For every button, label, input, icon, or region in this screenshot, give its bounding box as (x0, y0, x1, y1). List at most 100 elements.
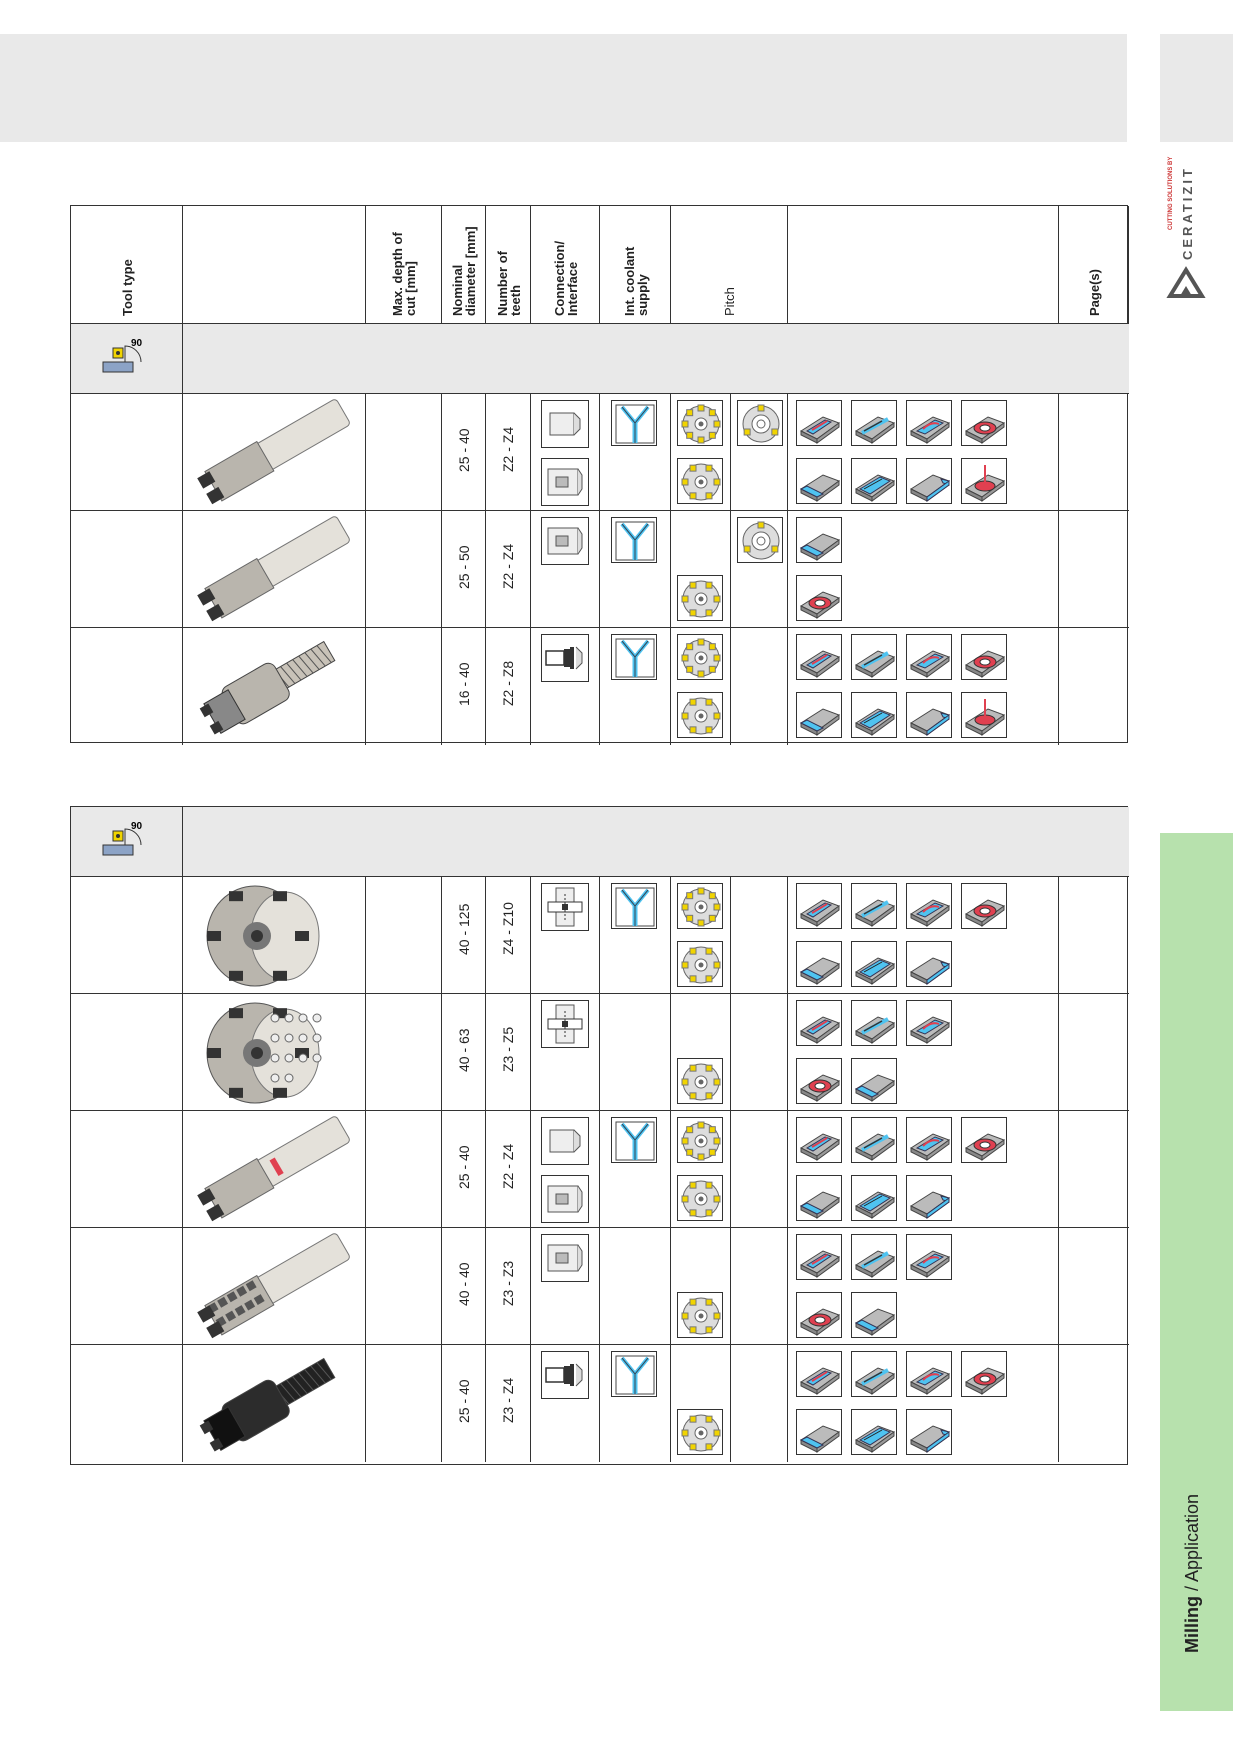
fine-pitch-icon (677, 883, 723, 929)
application-icon (851, 1292, 897, 1338)
tool-table-1: Tool type Max. depth of cut [mm] Nominal d… (70, 205, 1129, 745)
section-angle-cell: 90 (71, 324, 183, 394)
max-depth-cell (366, 394, 442, 511)
application-icon (906, 1175, 952, 1221)
tool-image-header (183, 206, 366, 324)
pages-cell (1059, 1345, 1129, 1462)
application-icon (851, 1409, 897, 1455)
coarse-pitch-icon (677, 1292, 723, 1338)
coolant-cell (600, 1228, 671, 1345)
connection-cell (531, 511, 600, 628)
cylindrical-shank-icon (541, 1117, 589, 1165)
screw-in-icon (541, 1351, 589, 1399)
application-icon (851, 1058, 897, 1104)
teeth-value: Z3 - Z3 (500, 1260, 516, 1306)
pitch-b-cell (731, 1345, 788, 1462)
max-depth-cell (366, 628, 442, 745)
teeth-cell (486, 511, 531, 628)
diameter-cell (442, 1228, 486, 1345)
diameter-cell (442, 628, 486, 745)
max-depth-cell (366, 877, 442, 994)
coarse-pitch-icon (677, 1409, 723, 1455)
tool-type-cell (71, 877, 183, 994)
max-depth-header-label: Max. depth of cut [mm] (390, 232, 418, 316)
application-icon (796, 1409, 842, 1455)
tool-type-header-label: Tool type (119, 259, 135, 316)
brand-name: CERATIZIT (1180, 166, 1195, 260)
coolant-supply-icon (611, 1351, 657, 1397)
pages-cell (1059, 877, 1129, 994)
tool-image-long-edge-shell-mill (185, 998, 365, 1113)
pitch-a-cell (671, 877, 731, 994)
tool-type-cell (71, 994, 183, 1111)
arbor-icon (541, 883, 589, 931)
pitch-a-cell (671, 511, 731, 628)
pages-cell (1059, 1111, 1129, 1228)
teeth-header-label: Number of teeth (494, 251, 523, 316)
section-angle-cell: 90 (71, 807, 183, 877)
top-tab-band (1160, 34, 1233, 142)
teeth-cell (486, 628, 531, 745)
cylindrical-shank-icon (541, 400, 589, 448)
weldon-shank-icon (541, 1234, 589, 1282)
table-row[interactable]: 25 - 40 Z2 - Z4 (71, 1111, 1129, 1228)
teeth-value: Z2 - Z4 (500, 1143, 516, 1189)
coolant-supply-icon (611, 400, 657, 446)
application-icon (796, 941, 842, 987)
diameter-cell (442, 394, 486, 511)
max-depth-header: Max. depth of cut [mm] (366, 206, 442, 324)
application-icon (796, 1175, 842, 1221)
application-icon (796, 400, 842, 446)
application-icon (961, 1117, 1007, 1163)
coolant-header-label: Int. coolant supply (621, 246, 650, 316)
application-icon (906, 1000, 952, 1046)
tool-image-shank-end-mill-compact (185, 515, 365, 630)
tool-type-cell (71, 511, 183, 628)
pages-header: Page(s) (1059, 206, 1129, 324)
side-tab-milling[interactable]: Milling / Application (1160, 833, 1233, 1711)
ceratizit-logo: CERATIZIT CUTTING SOLUTIONS BY (1160, 148, 1233, 308)
arbor-icon (541, 1000, 589, 1048)
coolant-supply-icon (611, 517, 657, 563)
tool-image-long-edge-shank-mill (185, 1232, 365, 1347)
connection-cell (531, 628, 600, 745)
tool-type-cell (71, 1345, 183, 1462)
pitch-a-cell (671, 394, 731, 511)
application-icon (906, 1351, 952, 1397)
nominal-diameter-header: Nominal diameter [mm] (442, 206, 486, 324)
application-icon (851, 883, 897, 929)
weldon-shank-icon (541, 458, 589, 506)
teeth-cell (486, 1228, 531, 1345)
coarse-pitch-icon (677, 692, 723, 738)
coarse-pitch-icon (677, 575, 723, 621)
pitch-b-cell (731, 1111, 788, 1228)
teeth-value: Z2 - Z4 (500, 543, 516, 589)
weldon-shank-icon (541, 517, 589, 565)
tool-image-cell (183, 1345, 366, 1462)
angle-90-icon: 90 (101, 819, 153, 864)
nominal-diameter-value: 25 - 40 (456, 1145, 472, 1189)
connection-cell (531, 1111, 600, 1228)
screw-in-icon (541, 634, 589, 682)
application-cell (788, 628, 1059, 745)
application-cell (788, 1345, 1059, 1462)
application-icon (851, 692, 897, 738)
teeth-cell (486, 1345, 531, 1462)
nominal-diameter-value: 40 - 125 (456, 903, 472, 955)
side-tab-label: Milling / Application (1182, 1493, 1202, 1653)
pitch-b-cell (731, 877, 788, 994)
table-row[interactable]: 40 - 125 Z4 - Z10 (71, 877, 1129, 994)
coolant-cell (600, 877, 671, 994)
section-header-band (183, 807, 1129, 877)
tool-type-header: Tool type (71, 206, 183, 324)
application-icon (906, 692, 952, 738)
teeth-value: Z4 - Z10 (500, 902, 516, 955)
pages-cell (1059, 628, 1129, 745)
application-icon (796, 1058, 842, 1104)
